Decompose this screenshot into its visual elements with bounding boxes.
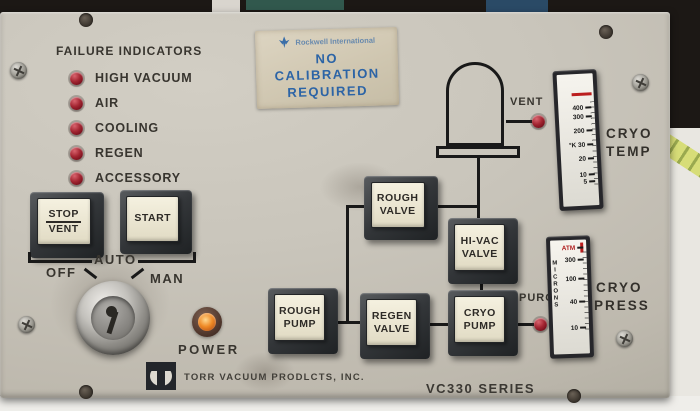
auto-bracket-line: [28, 260, 92, 263]
screw-hole-icon: [599, 25, 613, 39]
background-object: [486, 0, 548, 14]
button-label: VALVE: [379, 204, 416, 217]
series-label: VC330 SERIES: [426, 381, 536, 396]
key-switch[interactable]: [76, 281, 150, 355]
cryo-temp-meter-face: 400 300 200 °K 30 20 10 5: [556, 73, 600, 207]
failure-indicators-title: FAILURE INDICATORS: [56, 44, 203, 58]
button-label: VENT: [48, 223, 79, 236]
meter-unit-label: MICRONS: [551, 260, 560, 310]
chamber-base-icon: [436, 146, 520, 158]
auto-bracket-line: [138, 260, 196, 263]
cryo-press-label: PRESS: [594, 298, 650, 313]
button-label: VALVE: [461, 247, 498, 260]
sticker-brand: Rockwell International: [295, 35, 376, 47]
schematic-line: [480, 284, 483, 290]
control-panel: FAILURE INDICATORS HIGH VACUUM AIR COOLI…: [0, 12, 670, 403]
failure-indicator-row: COOLING: [70, 121, 159, 135]
regen-led-icon: [70, 146, 83, 160]
vent-label: VENT: [510, 96, 544, 108]
rockwell-logo-icon: [279, 36, 290, 49]
purge-led-icon: [534, 318, 547, 331]
background-object: [212, 0, 240, 13]
cryo-temp-label: TEMP: [606, 144, 652, 159]
button-label: VALVE: [373, 322, 410, 335]
button-label: PUMP: [463, 319, 497, 332]
screw-hole-icon: [79, 13, 93, 27]
key-position-off-label: OFF: [46, 265, 77, 280]
power-lamp-lens: [198, 313, 216, 331]
failure-indicator-row: AIR: [70, 96, 119, 110]
screw-icon: [616, 330, 633, 347]
calibration-sticker: Rockwell International NO CALIBRATION RE…: [254, 27, 400, 109]
screw-hole-icon: [79, 385, 93, 399]
screw-icon: [10, 62, 27, 79]
background-object: [246, 0, 344, 10]
schematic-line: [518, 323, 534, 326]
button-label: HI-VAC: [460, 235, 500, 248]
failure-indicator-label: HIGH VACUUM: [95, 71, 193, 85]
schematic-line: [438, 205, 480, 208]
screw-icon: [632, 74, 649, 91]
schematic-line: [346, 205, 349, 324]
screw-icon: [18, 316, 35, 333]
button-label: CRYO: [463, 307, 496, 320]
key-position-man-label: MAN: [150, 271, 185, 286]
cryo-press-meter: MICRONS ATM 300 100 40 10: [545, 235, 595, 359]
keyhole-icon: [106, 306, 117, 317]
failure-indicator-label: COOLING: [95, 121, 159, 135]
accessory-led-icon: [70, 171, 83, 185]
panel-smudge: [235, 352, 295, 392]
start-button[interactable]: START: [120, 190, 192, 254]
key-position-auto-label: AUTO: [94, 252, 137, 267]
button-label: PUMP: [283, 317, 317, 330]
button-label: STOP: [46, 208, 81, 224]
sticker-line: REQUIRED: [287, 82, 369, 100]
schematic-line: [338, 321, 360, 324]
schematic-line: [430, 323, 448, 326]
failure-indicator-label: AIR: [95, 96, 119, 110]
failure-indicator-label: REGEN: [95, 146, 144, 160]
cryo-temp-meter: 400 300 200 °K 30 20 10 5: [552, 68, 604, 212]
air-led-icon: [70, 96, 83, 110]
power-lamp: [192, 307, 222, 337]
failure-indicator-row: REGEN: [70, 146, 143, 160]
schematic-line: [477, 158, 480, 218]
cooling-led-icon: [70, 121, 83, 135]
schematic-line: [506, 120, 533, 123]
high-vacuum-led-icon: [70, 71, 83, 85]
failure-indicator-label: ACCESSORY: [95, 171, 181, 185]
vent-led-icon: [532, 115, 545, 128]
screw-hole-icon: [567, 389, 581, 403]
auto-bracket-line: [28, 252, 31, 260]
button-label: START: [134, 212, 172, 225]
cryo-press-label: CRYO: [596, 280, 643, 295]
failure-indicator-row: HIGH VACUUM: [70, 71, 192, 85]
chamber-dome-icon: [446, 62, 504, 146]
brand-text: TORR VACUUM PRODLCTS, INC.: [184, 372, 365, 383]
torr-logo-icon: [146, 362, 176, 390]
meter-needle: [571, 92, 592, 97]
power-label: POWER: [178, 342, 240, 357]
cryo-temp-label: CRYO: [606, 126, 653, 141]
auto-bracket-line: [193, 252, 196, 260]
button-label: ROUGH: [279, 305, 321, 318]
sticker-line: NO: [315, 50, 339, 67]
failure-indicator-row: ACCESSORY: [70, 171, 181, 185]
background-table: [0, 396, 700, 411]
button-label: REGEN: [371, 310, 412, 323]
button-label: ROUGH: [376, 192, 419, 205]
cryo-press-meter-face: MICRONS ATM 300 100 40 10: [550, 239, 590, 355]
schematic-line: [346, 205, 364, 208]
